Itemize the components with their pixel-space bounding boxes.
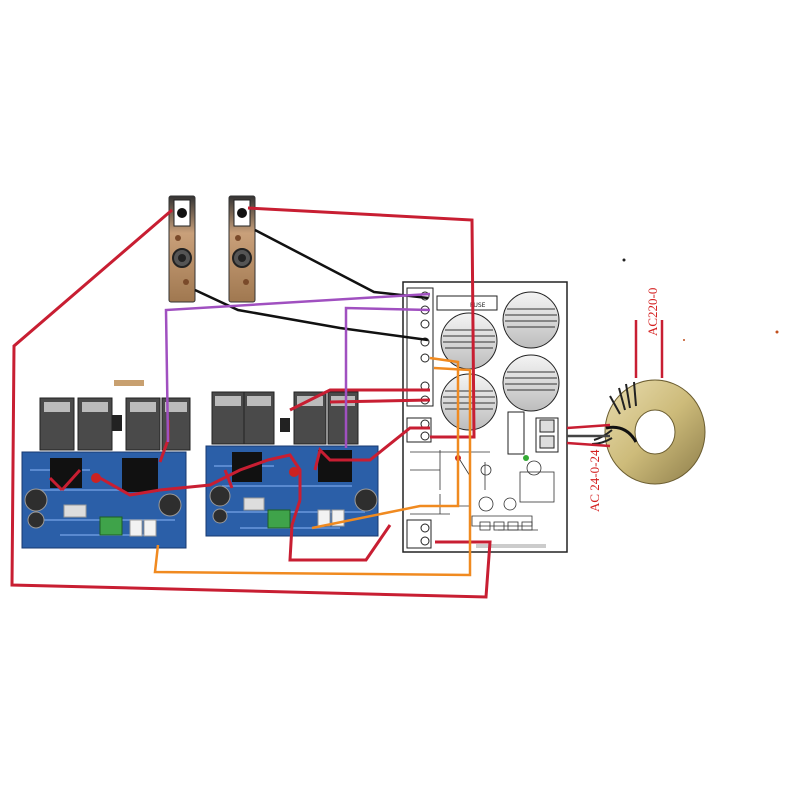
toroidal-transformer-icon [591,379,706,485]
fuse-label: FUSE [470,302,486,309]
speaker-right-icon [228,195,256,303]
signal-wire [164,292,431,448]
power-wire-loop [10,206,492,599]
transformer-wires [566,320,664,448]
speaker-left-icon [168,195,196,303]
transformer-primary-label: AC220-0 [645,287,660,336]
stray-dot [775,330,779,334]
power-supply-board-icon: FUSE [402,281,568,553]
resistor-strip-icon [114,380,144,386]
amplifier-board-left-icon [21,397,191,549]
dc-wire [153,356,472,577]
stray-dot [683,339,685,341]
transformer-secondary-label: AC 24-0-24 [587,449,602,512]
terminal-block-icon [406,287,434,407]
amplifier-board-right-icon [205,391,379,537]
stray-dot [622,258,626,262]
